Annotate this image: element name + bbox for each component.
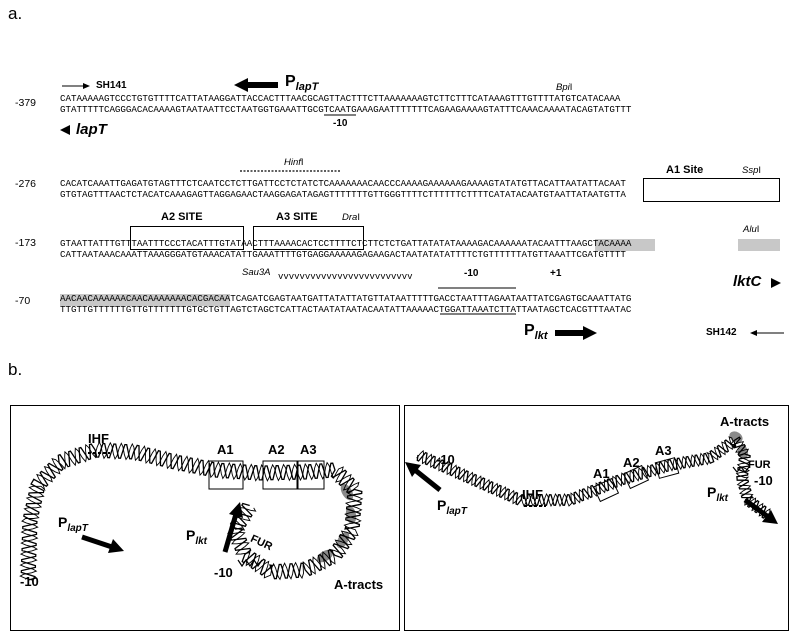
lktc-gene-label: lktC [733, 273, 762, 290]
dna-strand [416, 436, 768, 519]
sequence-bottom-strand: CATTAATAAACAAATTAAAGGGATGTAAACATATTGAAAT… [60, 249, 626, 260]
a-tracts-label: A-tracts [720, 414, 770, 429]
bpi-name: Bpi [556, 82, 570, 93]
minus10-label: -10 [333, 118, 348, 129]
plkt-subscript: lkt [716, 492, 729, 504]
right-dna-model-frame [404, 405, 789, 631]
sh141-label: SH141 [96, 80, 127, 91]
a3-site-box [253, 226, 364, 250]
dra-name: Dra [342, 212, 358, 223]
minus10-label: -10 [436, 452, 455, 467]
alu-name: Alu [743, 224, 757, 235]
minus10-label: -10 [20, 574, 39, 589]
left-overlay-marks [81, 452, 325, 568]
hinf-name: Hinf [284, 157, 301, 168]
plkt-p: P [524, 322, 535, 339]
right-dna-strand [416, 431, 771, 519]
lapt-gene-label: lapT [76, 121, 107, 138]
sh142-label: SH142 [706, 327, 737, 338]
minus10-label: -10 [754, 473, 773, 488]
dra-site-label: DraI [342, 212, 360, 223]
plkt-p: P [186, 527, 196, 543]
ssp-name: Ssp [742, 165, 759, 176]
alu-site-label: AluI [743, 224, 759, 235]
dna-strand [19, 441, 364, 581]
panel-a-label: a. [8, 4, 23, 23]
plapt-p: P [437, 497, 447, 513]
plapt-p: P [58, 514, 68, 530]
row-number: -70 [15, 295, 31, 307]
ihf-label: IHF [522, 487, 543, 502]
hinf-site-label: HinfI [284, 157, 304, 168]
dra-suffix: I [357, 212, 360, 223]
minus10-label: -10 [464, 268, 479, 279]
a-tract-shade [595, 239, 655, 251]
bpi-suffix: I [569, 82, 573, 93]
a1-label: A1 [593, 466, 610, 481]
plkt-p: P [707, 484, 717, 500]
a2-label: A2 [623, 455, 640, 470]
a2-label: A2 [268, 442, 285, 457]
a-tract-shade [738, 239, 780, 251]
row-number: -276 [15, 178, 37, 190]
fur-label: FUR [748, 459, 771, 471]
sau3a-marks: vvvvvvvvvvvvvvvvvvvvvvvvv [278, 272, 413, 282]
a3-label: A3 [300, 442, 317, 457]
sequence-top-strand: AACAACAAAAAACAACAAAAAAACACGACAATCAGATCGA… [60, 293, 632, 304]
ssp-site-label: SspI [742, 165, 761, 176]
plkt-subscript: lkt [534, 330, 548, 343]
left-dna-loop [19, 441, 364, 581]
minus10-label: -10 [214, 565, 233, 580]
plapt-subscript: lapT [446, 505, 467, 517]
row-number: -379 [15, 97, 37, 109]
a-tracts-label: A-tracts [334, 577, 384, 592]
ihf-label: IHF [88, 431, 109, 446]
plkt-subscript: lkt [195, 535, 208, 547]
sequence-bottom-strand: GTATTTTTCAGGGACACAAAAGTAATAATTCCTAATGGTG… [60, 104, 632, 115]
plapt-subscript: lapT [67, 522, 88, 534]
left-plapt-label: PlapT [58, 514, 88, 534]
a2-site-box [130, 226, 244, 250]
alu-suffix: I [756, 224, 760, 235]
sau3a-site-label: Sau3A [242, 267, 271, 278]
a2-site-label: A2 SITE [161, 211, 203, 223]
plkt-promoter-label: Plkt [524, 322, 548, 342]
panel-b-label: b. [8, 360, 23, 379]
hinf-suffix: I [300, 157, 304, 168]
row-number: -173 [15, 237, 37, 249]
plus1-label: +1 [550, 268, 562, 279]
a3-site-label: A3 SITE [276, 211, 318, 223]
sequence-top-strand: GTAATTATTTGTTTAATTTCCCTACATTTGTATAACTTTA… [60, 238, 632, 249]
plapt-subscript: lapT [295, 81, 319, 94]
right-plapt-label: PlapT [437, 497, 467, 517]
left-dna-model-frame [10, 405, 400, 631]
plapt-promoter-label: PlapT [285, 73, 318, 93]
sequence-bottom-strand: TTGTTGTTTTTTGTTGTTTTTTTGTGCTGTTAGTCTAGCT… [60, 304, 632, 315]
sequence-top-strand: CACATCAAATTGAGATGTAGTTTCTCAATCCTCTTGATTC… [60, 178, 626, 189]
left-plkt-label: Plkt [186, 527, 207, 547]
plapt-p: P [285, 73, 296, 90]
dna-strand [416, 436, 771, 517]
a-tract-shade [60, 294, 230, 306]
right-overlay-marks [405, 457, 778, 524]
a1-site-label: A1 Site [666, 164, 704, 176]
bpi-site-label: BpiI [556, 82, 572, 93]
a1-site-box [643, 178, 780, 202]
sequence-top-strand: CATAAAAAGTCCCTGTGTTTTCATTATAAGGATTACCACT… [60, 93, 621, 104]
ssp-suffix: I [758, 165, 762, 176]
a3-label: A3 [655, 443, 672, 458]
sequence-bottom-strand: GTGTAGTTTAACTCTACATCAAAGAGTTAGGAGAACTAAG… [60, 189, 626, 200]
dna-strand [20, 442, 363, 581]
right-plkt-label: Plkt [707, 484, 728, 504]
a1-label: A1 [217, 442, 234, 457]
